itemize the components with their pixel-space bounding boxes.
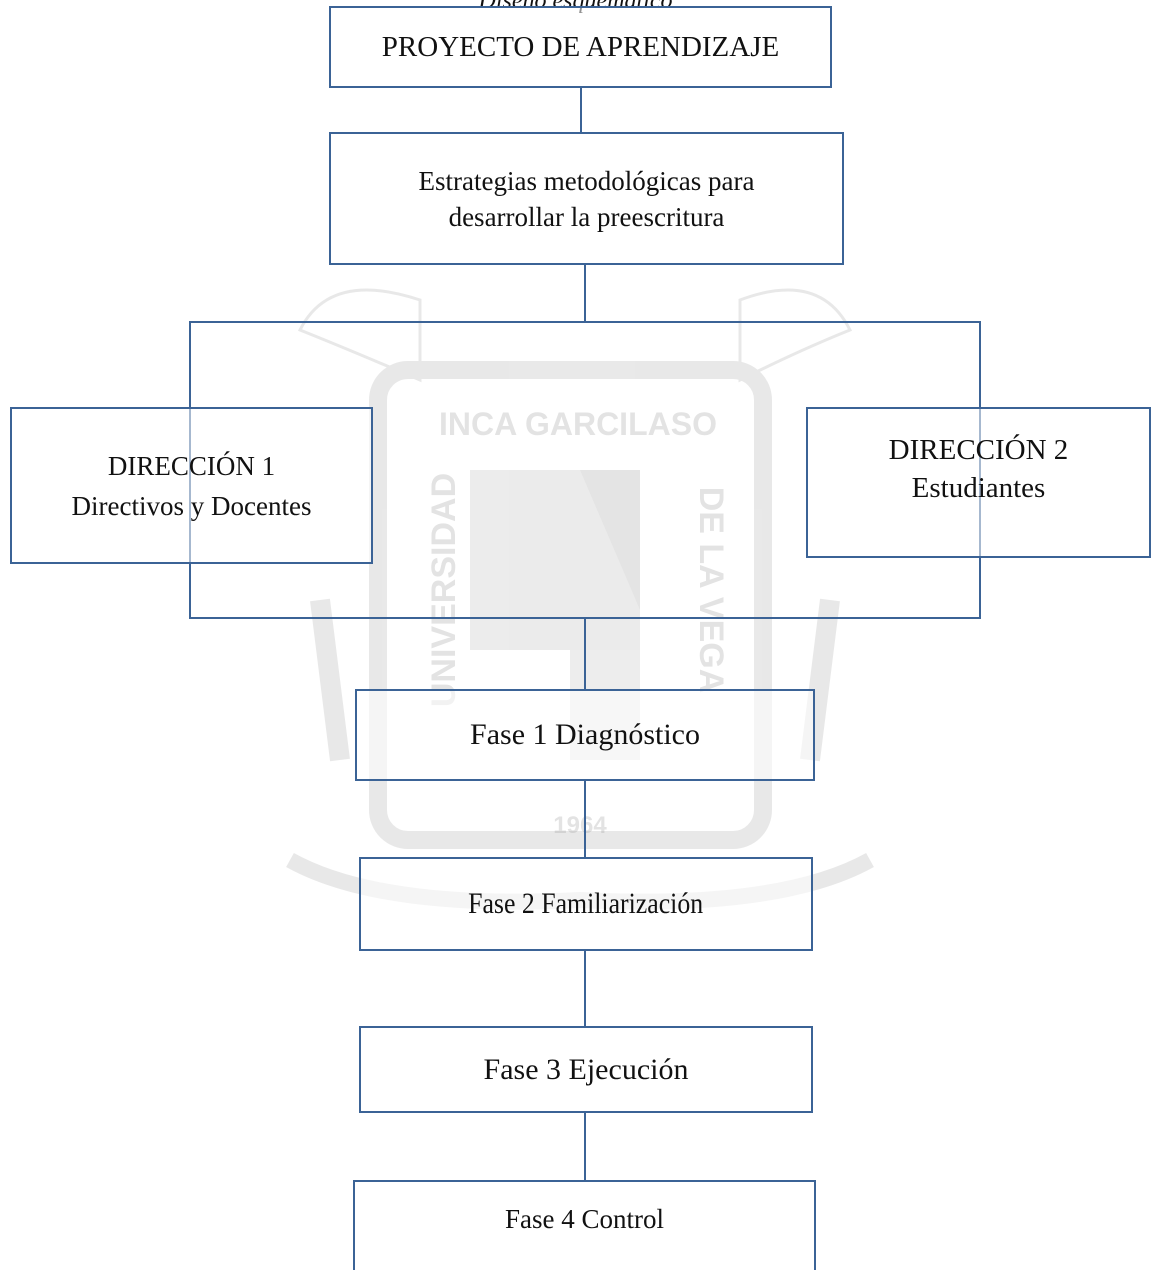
node-proyecto: PROYECTO DE APRENDIZAJE (329, 6, 832, 88)
node-estrategias-line2: desarrollar la preescritura (448, 201, 725, 232)
node-fase4: Fase 4 Control (353, 1180, 816, 1270)
node-fase1: Fase 1 Diagnóstico (355, 689, 815, 781)
node-fase1-label: Fase 1 Diagnóstico (470, 718, 700, 751)
node-fase2: Fase 2 Familiarización (359, 857, 813, 951)
node-direccion1: DIRECCIÓN 1 Directivos y Docentes (10, 407, 373, 564)
node-estrategias-line1: Estrategias metodológicas para (418, 165, 755, 196)
node-fase2-label: Fase 2 Familiarización (468, 887, 704, 920)
node-direccion2-title: DIRECCIÓN 2 (888, 434, 1069, 466)
node-fase4-label: Fase 4 Control (505, 1204, 664, 1234)
node-direccion1-title: DIRECCIÓN 1 (107, 450, 276, 481)
node-direccion2-subtitle: Estudiantes (911, 472, 1046, 504)
node-direccion2: DIRECCIÓN 2 Estudiantes (806, 407, 1151, 558)
node-estrategias: Estrategias metodológicas para desarroll… (329, 132, 844, 265)
node-fase3-label: Fase 3 Ejecución (483, 1052, 689, 1086)
node-proyecto-label: PROYECTO DE APRENDIZAJE (381, 31, 780, 63)
node-direccion1-subtitle: Directivos y Docentes (71, 490, 312, 521)
node-fase3: Fase 3 Ejecución (359, 1026, 813, 1113)
